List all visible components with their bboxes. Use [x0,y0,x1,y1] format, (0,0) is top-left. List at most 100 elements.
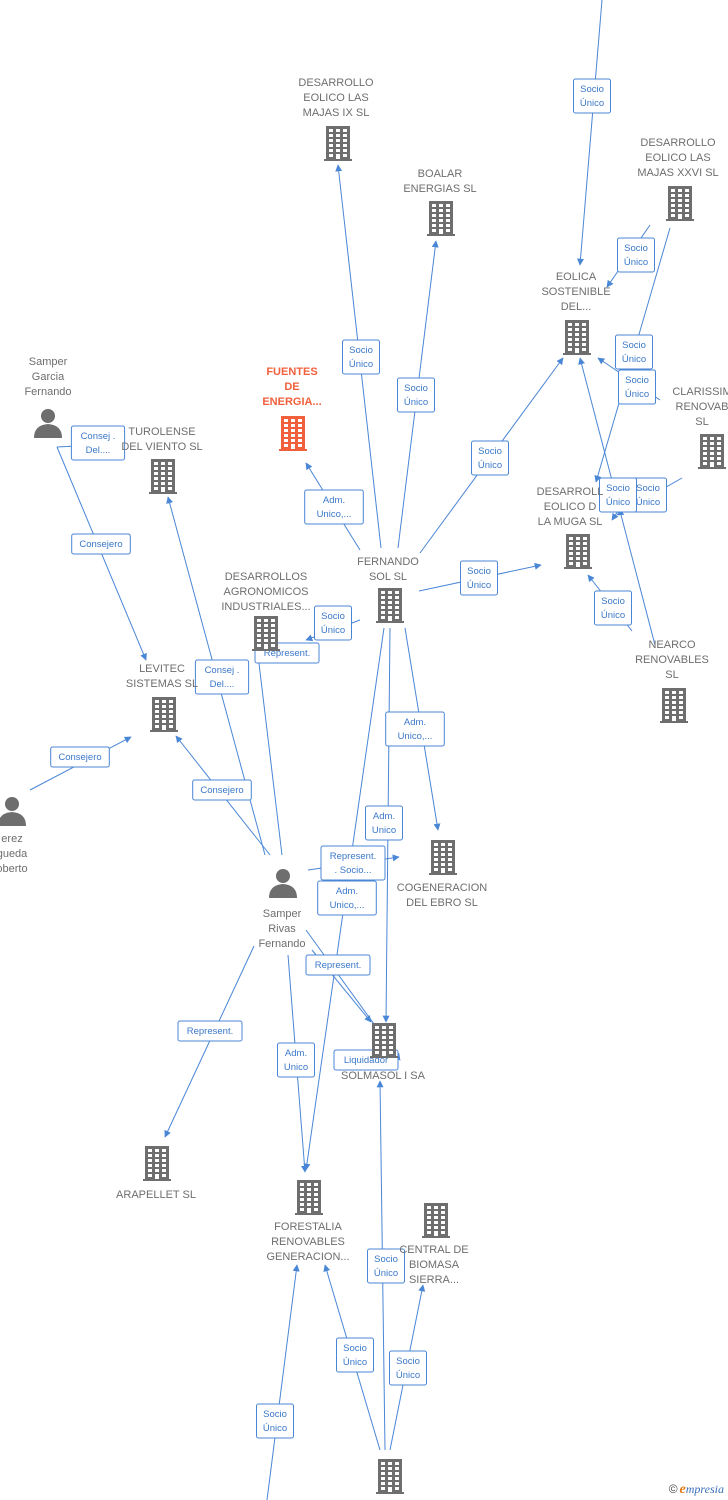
edge-label-text: Represent. [187,1026,233,1037]
edge-label-box[interactable]: Consejero [50,746,110,768]
node-fuentes-de-energia[interactable]: FUENTESDEENERGIA... [262,366,322,451]
person-icon[interactable] [0,797,26,826]
building-window [441,1231,445,1234]
edge-label-box[interactable]: Consejero [192,779,252,801]
building-icon[interactable] [563,320,591,355]
building-icon[interactable] [564,534,592,569]
edge-label-box[interactable]: Represent. [305,954,371,976]
person-head [41,409,55,423]
building-icon[interactable] [143,1146,171,1181]
person-icon[interactable] [269,869,297,898]
edge-label-box[interactable]: Represent.. Socio... [320,845,386,881]
building-window [665,696,669,699]
edge-label-box[interactable]: Consejero [71,533,131,555]
node-desarrollos-agronomicos[interactable]: DESARROLLOSAGRONOMICOSINDUSTRIALES... [221,571,311,651]
building-icon[interactable] [666,186,694,221]
building-icon[interactable] [252,616,280,651]
edge-label-box[interactable]: Represent. [177,1020,243,1042]
node-forestalia-renovables[interactable]: FORESTALIARENOVABLESGENERACION... [266,1180,350,1263]
building-icon[interactable] [698,434,726,469]
node-central-de-biomasa[interactable]: CENTRAL DEBIOMASASIERRA... [399,1203,469,1286]
person-icon[interactable] [34,409,62,438]
node-bottom-company[interactable] [376,1459,404,1494]
building-window [169,700,173,703]
building-icon[interactable] [429,840,457,875]
node-perez-agueda-roberto[interactable]: erezguedaoberto [0,797,28,875]
node-solmasol-i[interactable]: SOLMASOL I SA [341,1023,426,1082]
building-window [155,715,159,718]
edge-label-frame [342,339,380,375]
building-window [441,863,445,866]
building-window [381,1472,385,1475]
building-window [257,639,261,642]
edge-label-box[interactable]: Adm.Unico [365,805,403,841]
building-window [336,134,340,137]
building-window [710,457,714,460]
building-window [441,843,445,846]
building-window [427,1216,431,1219]
building-icon[interactable] [149,459,177,494]
edge-label-box[interactable]: Adm.Unico [277,1042,315,1078]
edge-label-frame [397,377,435,413]
building-window [154,487,158,490]
building-window [382,1031,386,1034]
building-icon[interactable] [370,1023,398,1058]
edge-label-box[interactable]: Adm.Unico,... [385,711,445,747]
building-icon[interactable] [295,1180,323,1215]
building-window [300,1198,304,1201]
building-window [154,477,158,480]
building-window [665,701,669,704]
building-window [375,1046,379,1049]
building-icon[interactable] [150,697,178,732]
edge-label-text: Único [625,389,649,400]
building-window [257,644,261,647]
edge-label-box[interactable]: Adm.Unico,... [304,489,364,525]
node-arapellet[interactable]: ARAPELLET SL [116,1146,196,1201]
building-base [422,1236,450,1238]
building-icon[interactable] [376,588,404,623]
edge-label-text: Socio [349,345,373,356]
building-icon[interactable] [376,1459,404,1494]
building-window [343,134,347,137]
edge-label-box[interactable]: Consej .Del.... [70,425,126,461]
building-icon[interactable] [324,126,352,161]
building-icon[interactable] [422,1203,450,1238]
building-window [427,1221,431,1224]
node-eolica-sostenible[interactable]: EOLICASOSTENIBLEDEL... [541,271,611,355]
edge-label-text: Socio [404,383,428,394]
edge-label-box[interactable]: Consej .Del.... [194,659,250,695]
edge-label-box[interactable]: Adm.Unico,... [317,880,377,916]
building-icon[interactable] [660,688,688,723]
building-window [336,139,340,142]
building-icon[interactable] [427,201,455,236]
edge-label-text: Adm. [373,811,395,822]
building-icon[interactable] [279,416,307,451]
